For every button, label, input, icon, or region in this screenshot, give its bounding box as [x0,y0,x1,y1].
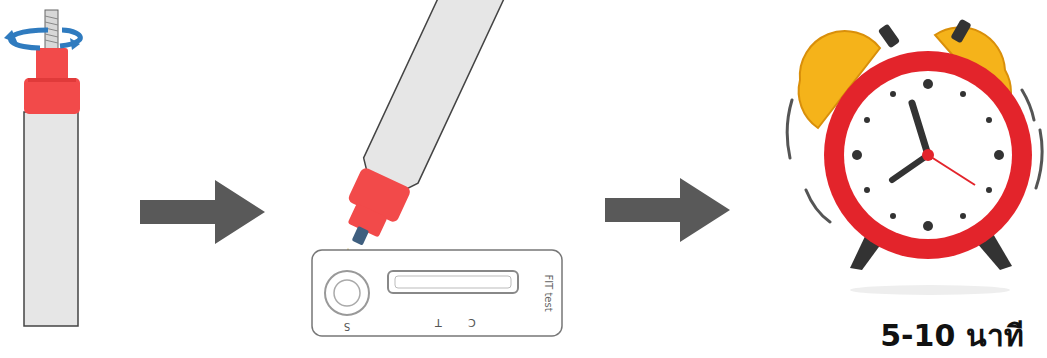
tilted-tube [330,0,511,256]
cassette-label: FIT test [543,274,553,311]
line-letter: C [468,317,476,328]
sample-tube [4,10,80,326]
port-letter: S [344,321,350,331]
line-letter: T [435,317,442,328]
step-arrow [605,178,730,242]
alarm-clock [787,18,1042,295]
step-arrow [140,180,265,244]
time-label: 5-10 นาที [880,321,1024,351]
test-cassette [312,250,562,336]
